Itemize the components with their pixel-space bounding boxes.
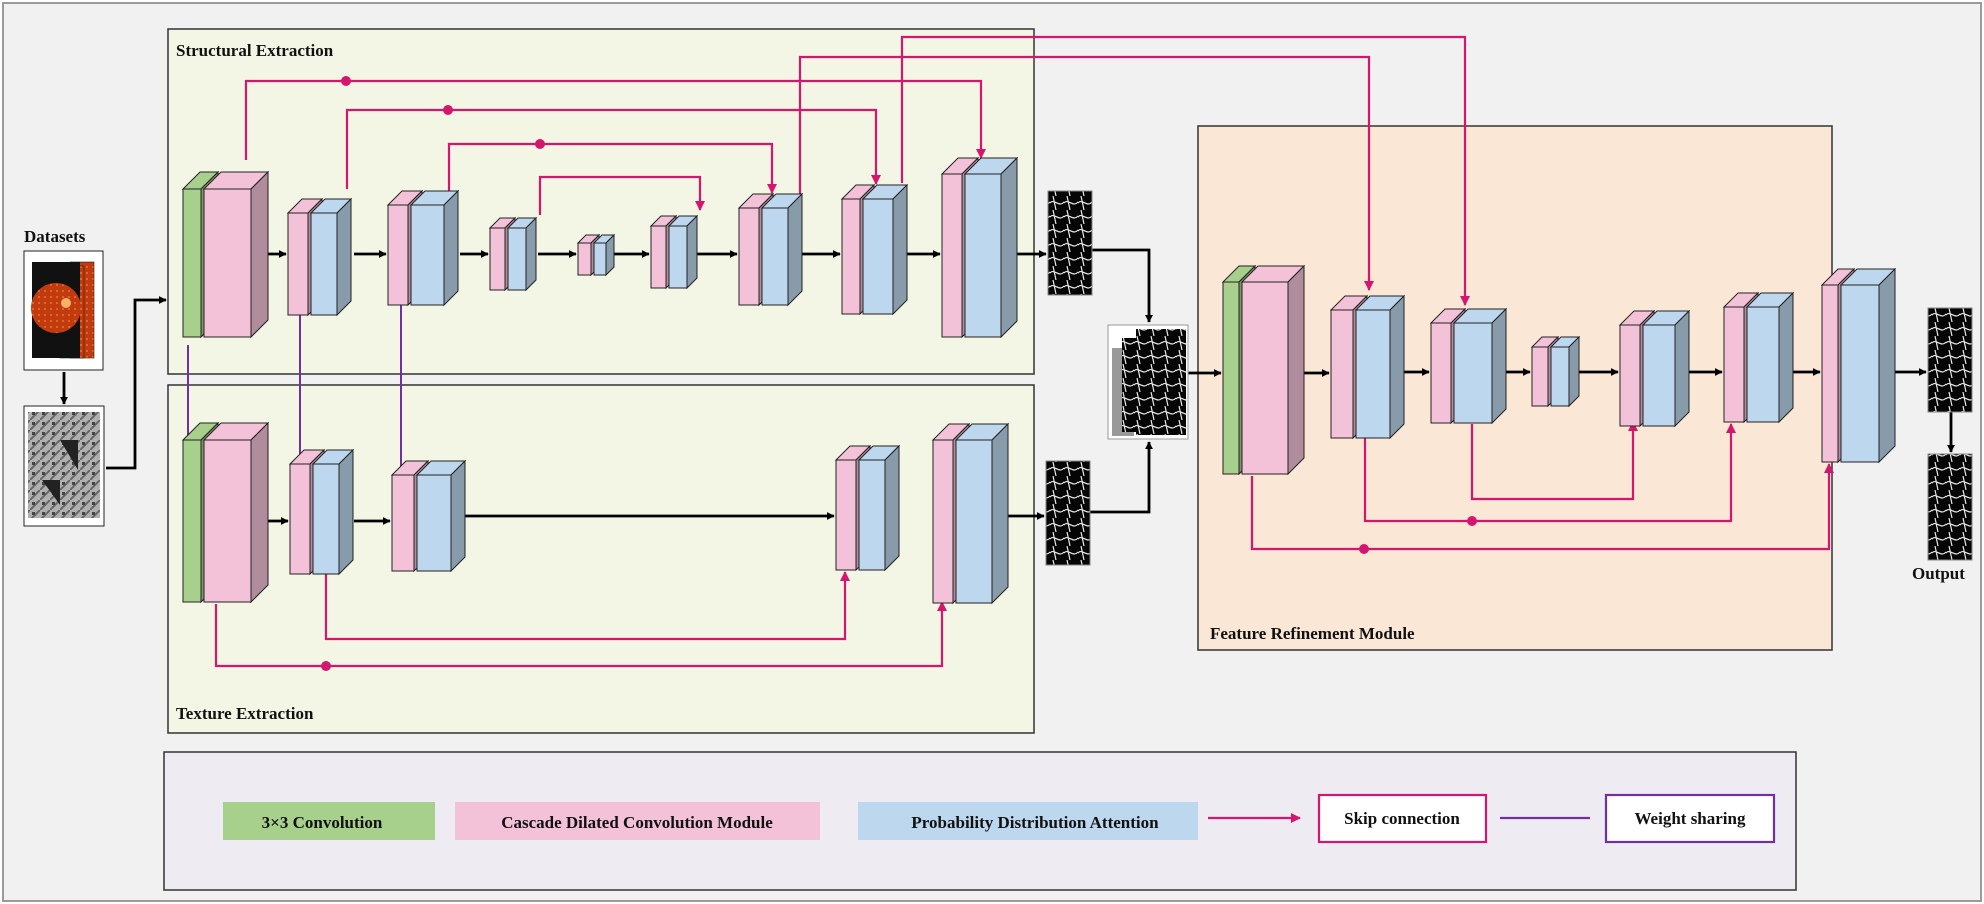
patch-image-icon bbox=[23, 405, 105, 527]
vessel-map-icon bbox=[1045, 190, 1973, 566]
refine-block-1-cdcm bbox=[1240, 264, 1306, 476]
dataset-to-model-arrow bbox=[106, 296, 167, 470]
texture-block-1-cdcm bbox=[202, 421, 270, 604]
skip-connection bbox=[324, 571, 850, 641]
skip-connection bbox=[1470, 421, 1638, 501]
skip-junction-dot bbox=[443, 105, 453, 115]
skip-connection bbox=[244, 79, 986, 160]
struct-block-1-cdcm bbox=[202, 170, 270, 339]
legend-pda-bar bbox=[858, 802, 1198, 840]
refine-block-6-pda bbox=[1745, 291, 1795, 424]
legend-cdcm-label: Cascade Dilated Convolution Module bbox=[501, 813, 773, 832]
legend-weight-label: Weight sharing bbox=[1635, 809, 1746, 828]
flow-arrow bbox=[1090, 441, 1153, 514]
legend: 3×3 Convolution Cascade Dilated Convolut… bbox=[223, 793, 1776, 844]
struct-block-3-pda bbox=[409, 189, 460, 307]
structural-extraction-title: Structural Extraction bbox=[176, 41, 334, 60]
skip-junction-dot bbox=[341, 76, 351, 86]
legend-cdcm-bar bbox=[455, 802, 820, 840]
skip-junctions bbox=[321, 76, 1477, 671]
struct-block-9-pda bbox=[963, 156, 1019, 339]
texture-block-3-pda bbox=[415, 459, 467, 573]
skip-junction-dot bbox=[535, 139, 545, 149]
skip-connection bbox=[798, 55, 1374, 291]
skip-connection bbox=[1250, 463, 1834, 551]
datasets-label: Datasets bbox=[24, 227, 86, 246]
skip-connection bbox=[345, 108, 881, 189]
output-label: Output bbox=[1912, 564, 1965, 583]
skip-junction-dot bbox=[321, 661, 331, 671]
network-blocks bbox=[181, 156, 1897, 605]
skip-junction-dot bbox=[1467, 516, 1477, 526]
legend-skip-box bbox=[1317, 793, 1488, 844]
refine-block-3-pda bbox=[1452, 307, 1508, 425]
skip-connection bbox=[538, 175, 705, 215]
struct-block-4-pda bbox=[506, 216, 538, 292]
skip-connection bbox=[900, 35, 1470, 306]
texture-block-2-pda bbox=[311, 448, 355, 576]
legend-weight-box bbox=[1604, 793, 1776, 844]
refine-block-2-pda bbox=[1354, 294, 1406, 440]
refine-block-4-pda bbox=[1549, 335, 1581, 408]
texture-block-4-pda bbox=[857, 444, 901, 572]
legend-skip-label: Skip connection bbox=[1344, 809, 1460, 828]
struct-block-6-pda bbox=[667, 214, 699, 290]
refine-block-5-pda bbox=[1641, 309, 1691, 428]
skip-connection bbox=[447, 142, 777, 194]
feature-refinement-title: Feature Refinement Module bbox=[1210, 624, 1415, 643]
struct-block-2-pda bbox=[309, 197, 353, 317]
texture-extraction-title: Texture Extraction bbox=[176, 704, 314, 723]
struct-block-8-pda bbox=[861, 183, 909, 316]
skip-connection bbox=[1363, 423, 1736, 523]
struct-block-5-pda bbox=[592, 233, 616, 277]
refine-block-7-pda bbox=[1839, 267, 1897, 464]
fundus-image-icon bbox=[23, 250, 104, 371]
skip-junction-dot bbox=[1359, 544, 1369, 554]
flow-arrow bbox=[1092, 248, 1153, 323]
legend-conv-bar bbox=[223, 802, 435, 840]
legend-pda-label: Probability Distribution Attention bbox=[911, 813, 1159, 832]
legend-conv-label: 3×3 Convolution bbox=[262, 813, 383, 832]
texture-block-5-pda bbox=[954, 422, 1010, 605]
struct-block-7-pda bbox=[760, 192, 804, 307]
skip-connection bbox=[214, 601, 947, 668]
